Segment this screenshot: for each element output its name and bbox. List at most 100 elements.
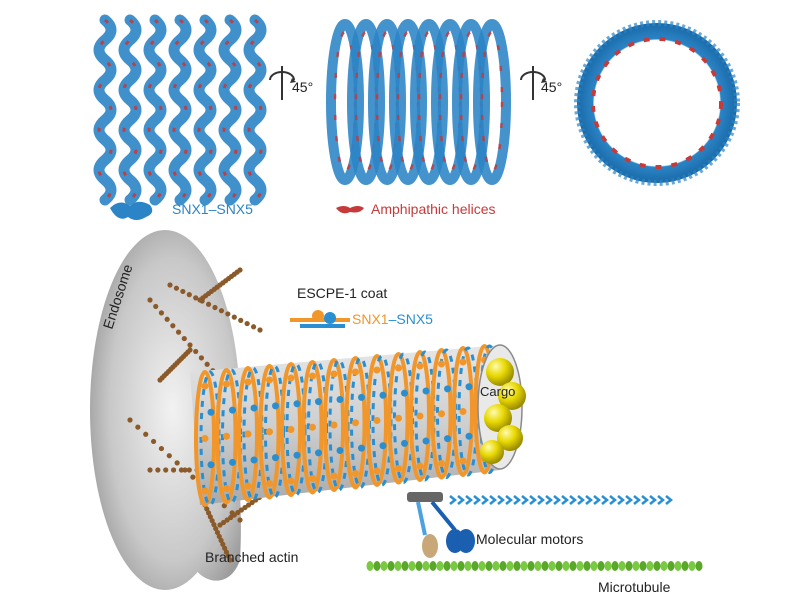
coat-ring-snx1 <box>194 370 216 507</box>
actin-bead <box>155 467 161 473</box>
chevron <box>545 495 554 505</box>
tubulin-dimer <box>625 561 633 571</box>
actin-bead <box>178 467 185 473</box>
actin-label: Branched actin <box>205 549 298 565</box>
tubulin-dimer <box>408 561 416 571</box>
tubulin-dimer <box>492 561 500 571</box>
legend-helices: Amphipathic helices <box>336 201 496 217</box>
coat-subunit <box>459 358 467 366</box>
kinesin-head <box>422 534 438 558</box>
coat-subunit <box>444 435 451 443</box>
coat-subunit <box>401 389 408 397</box>
actin-bead <box>221 503 227 509</box>
coat-ring-snx1 <box>430 348 453 480</box>
tubulin-dimer <box>457 561 465 571</box>
coat-subunit <box>352 470 359 477</box>
legend-swatch-helices <box>336 206 364 214</box>
chevron <box>481 495 490 505</box>
tubulin-dimer <box>436 561 444 571</box>
actin-bead <box>153 303 159 310</box>
helix-ring <box>480 30 504 174</box>
tubulin-dimer <box>373 561 381 571</box>
chevron <box>505 495 514 505</box>
coat-subunit <box>465 432 473 440</box>
tubulin-dimer <box>639 561 647 571</box>
chevron <box>641 495 650 505</box>
actin-bead <box>187 342 193 348</box>
chevron <box>649 495 658 505</box>
chevron <box>585 495 594 505</box>
tubulin-dimer <box>660 561 668 571</box>
rotation-icon <box>269 66 296 100</box>
coat-subunit <box>207 408 215 416</box>
actin-bead <box>186 467 192 473</box>
tubulin-dimer <box>569 561 577 571</box>
coat-subunit <box>330 370 338 378</box>
coat-subunit <box>416 412 424 420</box>
actin-bead <box>170 323 176 329</box>
coat-subunit <box>416 462 424 470</box>
coat-subunit <box>315 449 322 457</box>
coat-subunit <box>201 487 209 495</box>
actin-bead <box>157 377 163 383</box>
actin-bead <box>158 310 165 316</box>
chevron <box>617 495 626 505</box>
chevron <box>569 495 578 505</box>
actin-bead <box>163 467 169 473</box>
tubulin-dimer <box>520 561 528 571</box>
helix-strand <box>222 18 238 202</box>
actin-bead <box>204 361 210 367</box>
motors-label: Molecular motors <box>476 531 583 547</box>
tubulin-dimer <box>597 561 605 571</box>
tubulin-dimer <box>653 561 661 571</box>
coat-subunit <box>373 417 381 424</box>
chevron <box>489 495 498 505</box>
tubulin-dimer <box>534 561 542 571</box>
tubulin-dimer <box>366 561 374 571</box>
actin-bead <box>213 525 219 532</box>
helix-strand <box>147 18 163 202</box>
coat-subunit <box>444 385 451 393</box>
actin-bead <box>150 438 157 445</box>
tubulin-dimer <box>583 561 591 571</box>
coat-subunit <box>373 366 381 374</box>
chevron <box>609 495 618 505</box>
helix-strand <box>172 18 188 202</box>
actin-bead <box>164 316 170 322</box>
coat-ring-snx1 <box>215 368 238 505</box>
coat-subunit <box>395 465 402 472</box>
tubulin-dimer <box>450 561 458 571</box>
tubulin-dimer <box>541 561 549 571</box>
coat-subunit <box>266 480 273 487</box>
tubulin-dimer <box>667 561 675 571</box>
tubulin-dimer <box>632 561 640 571</box>
tubulin-dimer <box>555 561 563 571</box>
coat-subunit <box>352 368 359 376</box>
coat-subunit <box>459 457 467 465</box>
coat-subunit <box>293 400 301 408</box>
tubulin-dimer <box>401 561 409 571</box>
coat-subunit <box>201 382 209 390</box>
actin-bead <box>190 474 196 480</box>
tubulin-dimer <box>443 561 451 571</box>
coat-ring-snx1 <box>344 356 367 490</box>
snx-ring <box>473 19 511 185</box>
coat-subunit <box>315 398 322 406</box>
actin-bead <box>223 549 230 555</box>
coat-ring-snx1 <box>387 352 410 485</box>
coat-subunit <box>223 485 230 492</box>
actin-bead <box>175 329 182 335</box>
coat-ring-snx1 <box>280 362 302 497</box>
tubulin-dimer <box>590 561 598 571</box>
coat-subunit <box>330 472 338 480</box>
chevron <box>449 495 458 505</box>
dynein-head <box>457 529 475 553</box>
chevron <box>465 495 474 505</box>
coat-subunit <box>416 362 424 370</box>
chevron <box>561 495 570 505</box>
microtubule <box>366 561 703 571</box>
rotation-icon <box>520 66 547 100</box>
coat-subunit <box>330 421 338 429</box>
coat-subunit <box>272 454 279 462</box>
